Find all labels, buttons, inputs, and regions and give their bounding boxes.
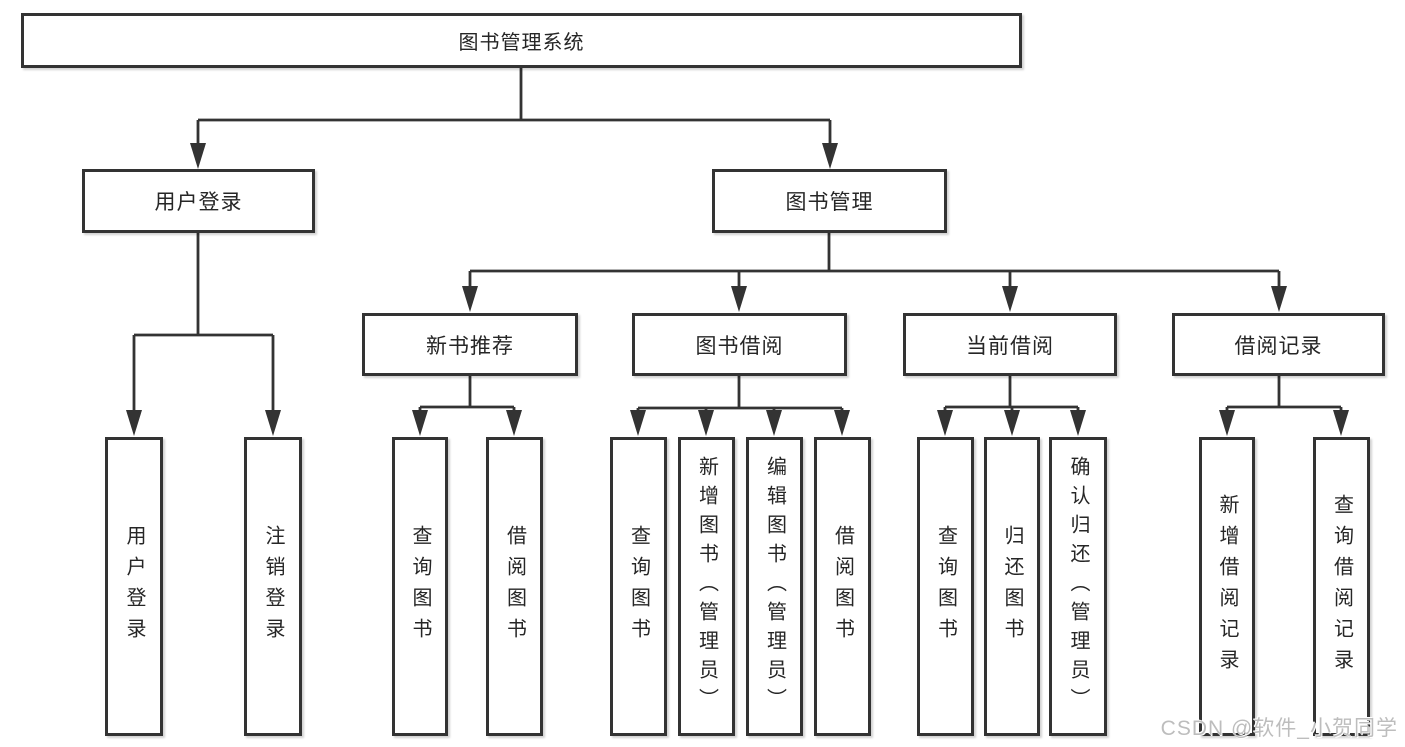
leaf-query-books-current: 查询图书 [917,437,974,736]
connector-root-to-level2 [190,68,838,169]
node-book-management: 图书管理 [712,169,947,233]
node-label: 归还图书 [1001,524,1023,649]
arrowhead-icon [937,410,953,436]
leaf-logout: 注销登录 [244,437,302,736]
node-label: 图书借阅 [695,334,784,358]
leaf-confirm-return-admin: 确认归还（管理员） [1049,437,1107,736]
connector-book-mgmt-to-level3 [462,233,1287,312]
node-label: 当前借阅 [966,334,1054,358]
arrowhead-icon [265,410,281,436]
arrowhead-icon [1070,410,1086,436]
node-label: 编辑图书（管理员） [763,456,786,717]
arrowhead-icon [822,143,838,169]
arrowhead-icon [1004,410,1020,436]
node-label: 新书推荐 [426,334,514,358]
node-label: 用户登录 [154,191,243,214]
node-borrowing-records: 借阅记录 [1172,313,1385,376]
node-label: 借阅图书 [831,524,854,649]
node-label: 用户登录 [123,524,145,649]
leaf-add-book-admin: 新增图书（管理员） [678,437,735,736]
arrowhead-icon [126,410,142,436]
arrowhead-icon [698,410,714,436]
arrowhead-icon [1002,286,1018,312]
arrowhead-icon [1333,410,1349,436]
arrowhead-icon [190,143,206,169]
leaf-query-borrow-record: 查询借阅记录 [1313,437,1370,736]
node-label: 查询图书 [409,524,431,649]
watermark: CSDN @软件_小贺同学 [1160,717,1398,740]
node-user-login: 用户登录 [82,169,315,233]
node-book-borrowing: 图书借阅 [632,313,847,376]
leaf-borrow-books-borrowing: 借阅图书 [814,437,871,736]
leaf-query-books-recommend: 查询图书 [392,437,448,736]
arrowhead-icon [412,410,428,436]
node-label: 图书管理 [785,191,874,214]
leaf-return-book: 归还图书 [984,437,1040,736]
node-label: 新增借阅记录 [1216,493,1238,680]
node-label: 查询图书 [627,524,650,649]
connector-borrowing-records-to-leaves [1219,376,1349,436]
arrowhead-icon [630,410,646,436]
node-new-book-recommend: 新书推荐 [362,313,578,376]
node-label: 图书管理系统 [458,32,585,54]
node-label: 注销登录 [262,524,284,649]
node-label: 新增图书（管理员） [695,456,718,717]
arrowhead-icon [1271,286,1287,312]
node-current-borrowing: 当前借阅 [903,313,1117,376]
node-label: 确认归还（管理员） [1067,456,1089,717]
connector-new-book-recommend-to-leaves [412,376,522,436]
arrowhead-icon [1219,410,1235,436]
leaf-user-login: 用户登录 [105,437,163,736]
leaf-query-books-borrowing: 查询图书 [610,437,667,736]
connector-user-login-to-leaves [126,233,281,436]
leaf-edit-book-admin: 编辑图书（管理员） [746,437,803,736]
arrowhead-icon [731,286,747,312]
arrowhead-icon [506,410,522,436]
node-root: 图书管理系统 [21,13,1022,68]
connector-current-borrowing-to-leaves [937,376,1086,436]
arrowhead-icon [834,410,850,436]
node-label: 借阅图书 [503,524,526,649]
node-label: 查询图书 [934,524,957,649]
node-label: 借阅记录 [1234,334,1323,358]
node-label: 查询借阅记录 [1330,493,1353,680]
connector-book-borrowing-to-leaves [630,376,850,436]
arrowhead-icon [766,410,782,436]
arrowhead-icon [462,286,478,312]
leaf-borrow-books-recommend: 借阅图书 [486,437,543,736]
leaf-add-borrow-record: 新增借阅记录 [1199,437,1255,736]
